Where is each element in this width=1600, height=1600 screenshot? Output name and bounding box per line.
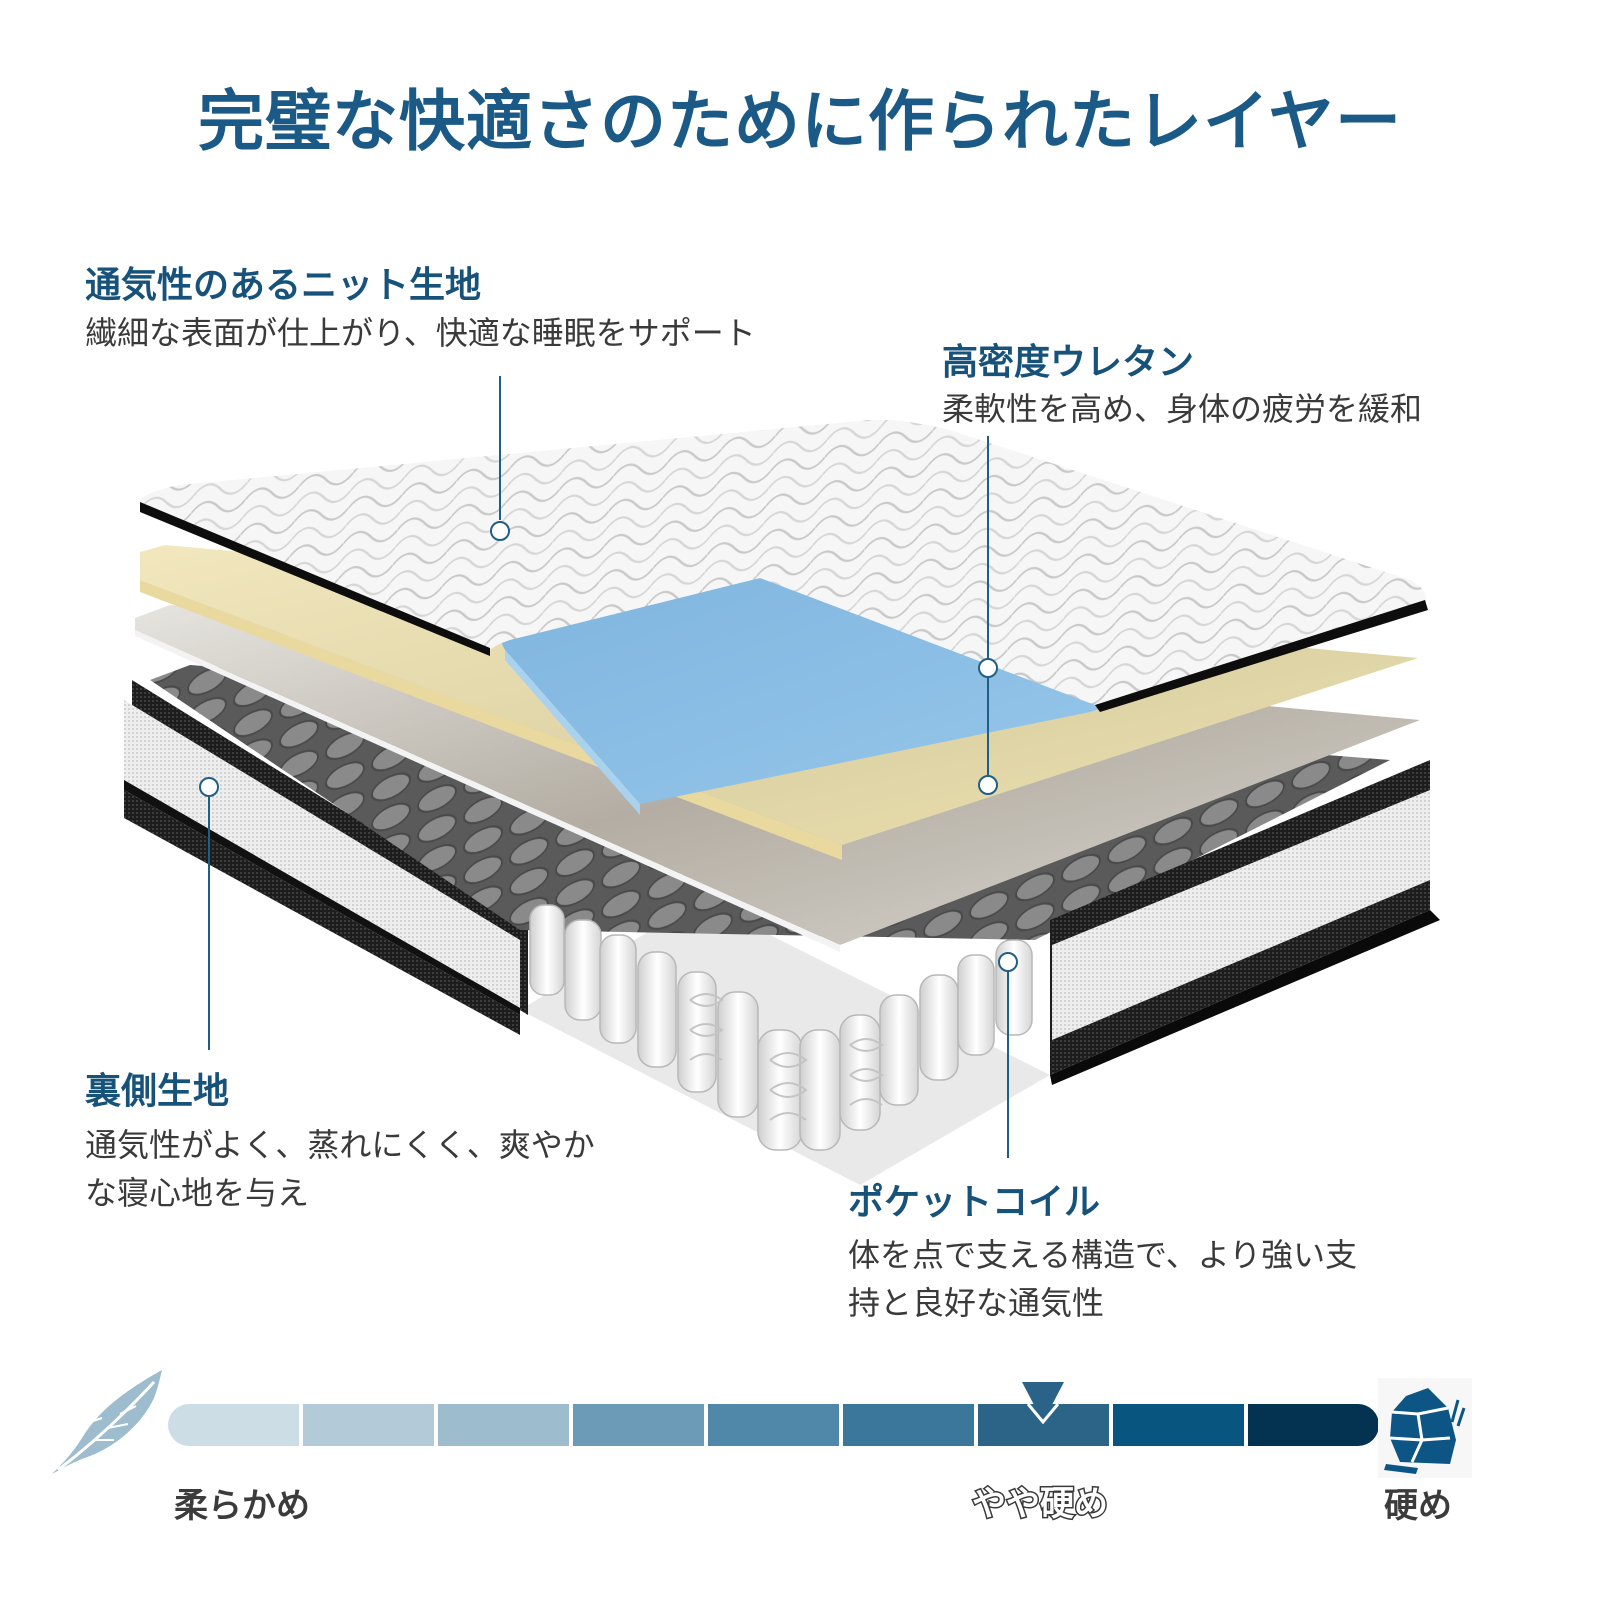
firmness-label-selected: やや硬め — [971, 1483, 1110, 1526]
callout-description-back-fabric-line2: な寝心地を与え — [85, 1174, 310, 1212]
callout-heading-knit-fabric: 通気性のあるニット生地 — [85, 265, 482, 306]
firmness-indicator-icon — [1022, 1382, 1064, 1424]
knit-top-layer — [140, 419, 1428, 712]
callout-description-back-fabric-line1: 通気性がよく、蒸れにくく、爽やか — [85, 1126, 595, 1164]
callout-description-high-density-urethane: 柔軟性を高め、身体の疲労を緩和 — [942, 390, 1423, 428]
firmness-scale-bar — [168, 1404, 1379, 1446]
callout-description-pocket-coil-line1: 体を点で支える構造で、より強い支 — [848, 1236, 1358, 1274]
firmness-label-soft: 柔らかめ — [174, 1486, 310, 1526]
firmness-segment-6 — [843, 1404, 974, 1446]
firmness-segment-1 — [168, 1404, 299, 1446]
callout-heading-back-fabric: 裏側生地 — [85, 1071, 230, 1112]
firmness-segment-2 — [303, 1404, 434, 1446]
firmness-label-hard: 硬め — [1384, 1486, 1452, 1526]
rock-icon — [1378, 1378, 1472, 1478]
callout-heading-high-density-urethane: 高密度ウレタン — [942, 342, 1195, 383]
callout-description-pocket-coil-line2: 持と良好な通気性 — [848, 1284, 1105, 1322]
callout-heading-pocket-coil: ポケットコイル — [848, 1182, 1101, 1223]
gel-foam-layer — [500, 578, 1128, 804]
firmness-segment-5 — [708, 1404, 839, 1446]
firmness-segment-3 — [438, 1404, 569, 1446]
firmness-segment-9 — [1248, 1404, 1379, 1446]
firmness-segment-8 — [1113, 1404, 1244, 1446]
page-title: 完璧な快適さのために作られたレイヤー — [197, 83, 1403, 160]
callout-description-knit-fabric: 繊細な表面が仕上がり、快適な睡眠をサポート — [85, 314, 756, 352]
feather-icon — [52, 1370, 162, 1474]
leader-lines — [199, 376, 1018, 1158]
firmness-segment-4 — [573, 1404, 704, 1446]
